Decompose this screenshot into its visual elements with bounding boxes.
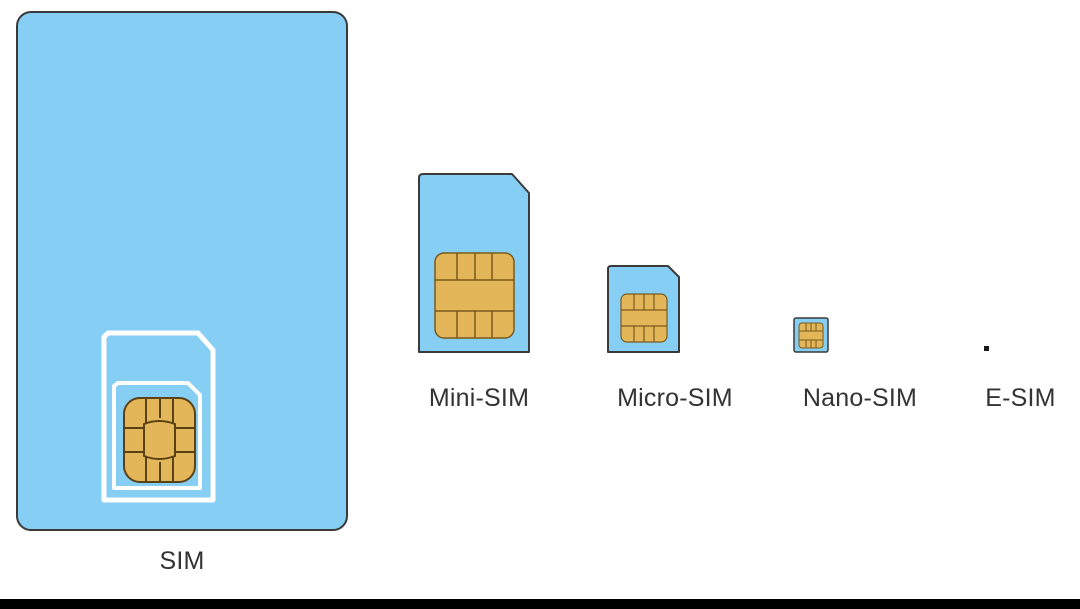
e-sim-label: E-SIM — [985, 384, 1056, 412]
micro-sim-chip — [620, 293, 668, 343]
nano-sim-label: Nano-SIM — [802, 384, 918, 412]
mini-sim-card — [418, 173, 530, 353]
nano-sim-card — [793, 317, 829, 353]
sim-card — [16, 11, 348, 531]
mini-sim-label: Mini-SIM — [428, 384, 530, 412]
mini-sim-cutout-outline — [101, 330, 216, 503]
mini-sim-chip — [434, 252, 515, 339]
sim-label: SIM — [159, 547, 205, 575]
micro-sim-card — [607, 265, 680, 353]
sim-chip — [123, 397, 196, 483]
e-sim-dot — [984, 346, 989, 351]
micro-sim-label: Micro-SIM — [617, 384, 733, 412]
sim-card-body — [16, 11, 348, 531]
micro-sim-cutout-outline — [112, 381, 202, 490]
bottom-border-bar — [0, 599, 1080, 609]
nano-sim-chip — [798, 322, 824, 349]
